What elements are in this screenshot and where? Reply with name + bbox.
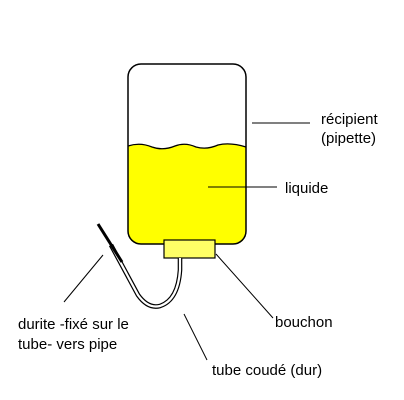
label-stopper: bouchon bbox=[275, 314, 333, 331]
label-bent-tube: tube coudé (dur) bbox=[212, 362, 323, 379]
leader-stopper bbox=[215, 253, 274, 319]
leader-bent-tube bbox=[183, 313, 208, 361]
label-pipette: (pipette) bbox=[321, 130, 377, 147]
stopper bbox=[163, 239, 216, 259]
bent-tube-inner bbox=[110, 244, 182, 308]
label-hose-line2: tube- vers pipe bbox=[18, 336, 118, 353]
leader-hose bbox=[63, 254, 104, 303]
liquid-surface bbox=[127, 143, 247, 150]
label-hose-line1: durite -fixé sur le bbox=[18, 316, 129, 333]
label-recipient: récipient bbox=[321, 111, 378, 128]
label-liquid: liquide bbox=[285, 180, 329, 197]
liquid-fill bbox=[128, 143, 246, 244]
hose bbox=[96, 223, 124, 263]
